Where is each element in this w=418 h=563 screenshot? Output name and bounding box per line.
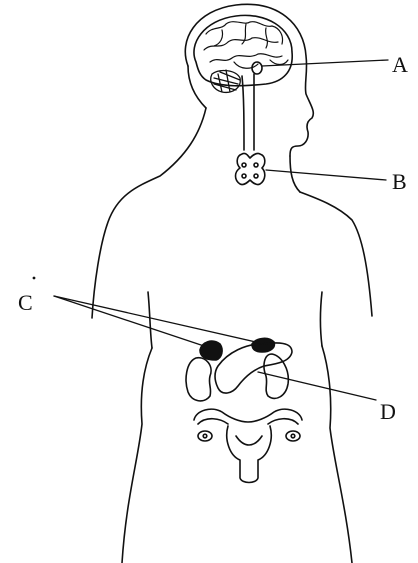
uterus [227,426,272,483]
pointer-a [262,60,388,66]
label-a: A [392,52,408,77]
brain-folds [204,22,288,69]
pointer-c-left [54,296,204,346]
pointer-c-right [54,296,256,342]
left-shoulder [92,108,206,318]
right-body-side [322,346,352,563]
label-c: C [18,290,33,315]
ovary-left-dot [203,434,207,438]
stray-dot [33,277,36,280]
pituitary-gland [252,62,262,74]
neck-back [188,66,206,108]
neck-front [290,156,300,192]
cerebellum [211,70,241,92]
thyroid-gland [236,153,265,184]
right-shoulder [300,192,372,316]
thyroid-dot-3 [242,174,246,178]
head-outline [185,4,313,156]
pointer-d [258,372,376,400]
label-b: B [392,169,407,194]
adrenal-gland-left [200,341,222,360]
kidney-left [186,358,211,401]
thyroid-dot-4 [254,174,258,178]
thyroid-dot-1 [242,163,246,167]
left-arm-inner [148,292,152,348]
pointer-b [266,170,386,180]
right-arm-inner [321,292,323,346]
left-body-side [122,348,152,563]
ovary-right-dot [291,434,295,438]
brain-outline [194,15,292,85]
ovary-left [198,431,212,441]
label-d: D [380,399,396,424]
fallopian-tubes [194,409,302,422]
thyroid-dot-2 [254,163,258,167]
pancreas [215,343,292,393]
ovary-right [286,431,300,441]
